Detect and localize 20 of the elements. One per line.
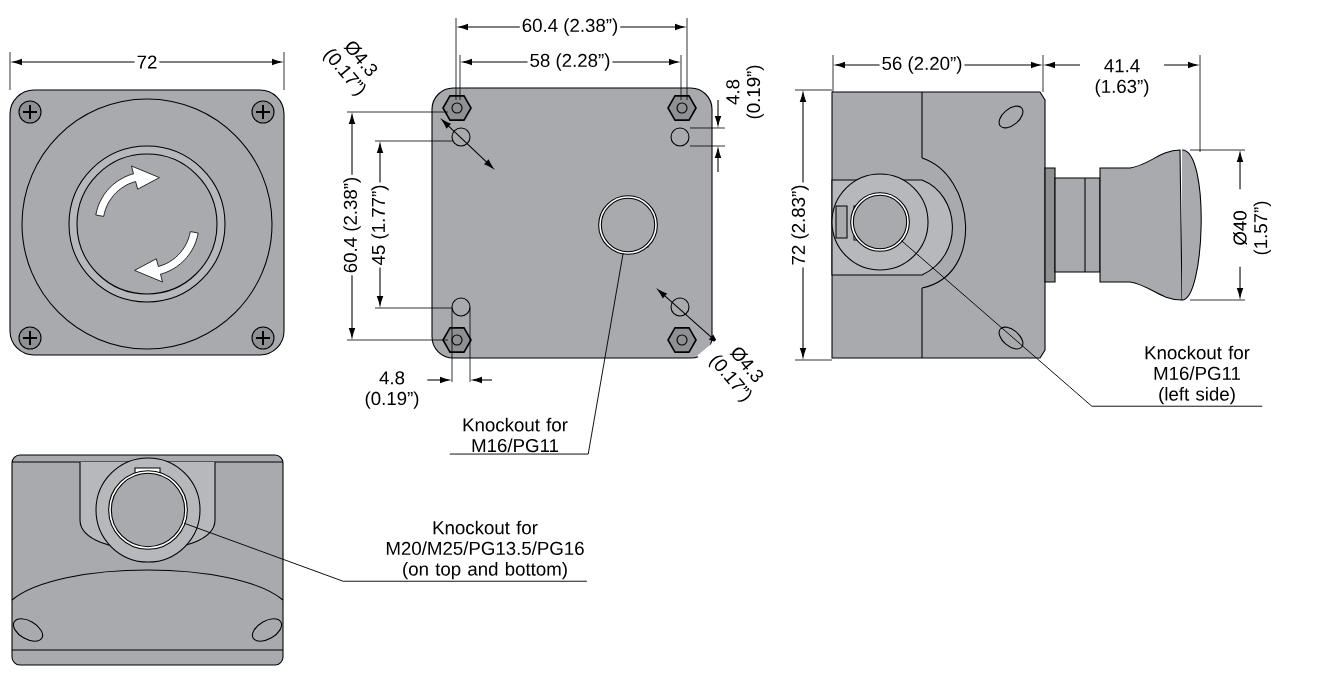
dimension-label: 72 (2.83”) xyxy=(789,182,811,268)
dimension-label: 56 (2.20”) xyxy=(879,54,965,76)
dimension-label: 4.8 (0.19”) xyxy=(356,369,428,411)
dimension-label: 41.4 (1.63”) xyxy=(1080,57,1164,99)
leader-line xyxy=(449,252,624,455)
leader-line xyxy=(183,522,588,582)
knockout xyxy=(850,192,910,252)
dimension-label: Ø40 (1.57”) xyxy=(1231,189,1273,267)
dimension-label: 60.4 (2.38”) xyxy=(341,174,363,276)
knockout-label: Knockout for M16/PG11 (left side) xyxy=(1145,345,1250,405)
dimension-label: 45 (1.77”) xyxy=(369,182,391,268)
dimension-label: 60.4 (2.38”) xyxy=(519,16,621,38)
knockout xyxy=(108,470,188,550)
dimension-label: 58 (2.28”) xyxy=(527,51,613,73)
knockout xyxy=(598,195,658,255)
knockout-label: Knockout for M20/M25/PG13.5/PG16 (on top and bottom) xyxy=(386,520,584,580)
leader-line xyxy=(901,240,1263,407)
dimension-label: 72 xyxy=(134,53,160,71)
knockout-label: Knockout for M16/PG11 xyxy=(463,417,568,453)
dimension-label: 4.8 (0.19”) xyxy=(724,56,766,128)
